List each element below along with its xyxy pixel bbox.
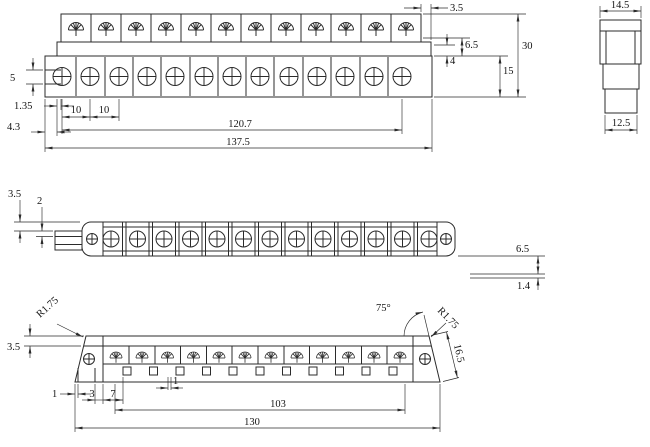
dim-front-left-step: 1.35 [14,101,32,112]
dim-bottom-overall-width: 16.5 [451,343,466,363]
dim-front-overall-length: 137.5 [226,137,250,148]
dim-bottom-slot-span: 103 [270,399,286,410]
bottom-view-body [74,335,441,383]
dim-front-body-height: 15 [503,66,514,77]
dim-bottom-slot-gap: 1 [173,376,178,387]
dim-plan-right-offset: 6.5 [516,244,529,255]
plan-view-body [54,221,456,257]
dim-bottom-edge-gap: 1 [52,389,57,400]
side-view-dimensions: 14.5 12.5 [599,0,642,134]
dim-bottom-wall-offset: 3.5 [7,342,20,353]
dim-bottom-corner-radius-left: R1.75 [35,295,61,320]
dim-side-bottom-width: 12.5 [612,118,630,129]
dim-bottom-rib: 3 [89,389,94,400]
dim-front-top-step: 3.5 [450,3,463,14]
dim-front-pitch-2: 10 [99,105,110,116]
dim-front-pitch-1: 10 [71,105,82,116]
dim-plan-lip: 1.4 [517,281,531,292]
dim-front-left-height: 5 [10,73,15,84]
front-view-dimensions: 3.5 6.5 30 4 15 5 1.35 10 10 120.7 4.3 1… [7,3,533,152]
dim-front-clamp-height: 6.5 [465,40,478,51]
bottom-view: R1.75 75° R1.75 16.5 3.5 1 3 7 1 103 130 [7,295,466,432]
plan-view-dimensions: 3.5 2 6.5 1.4 [8,189,545,292]
side-view-profile [599,19,642,114]
dim-front-step: 4 [450,56,456,67]
dim-plan-tab-step: 2 [37,196,42,207]
side-view: 14.5 12.5 [599,0,642,134]
dim-bottom-corner-radius-right: R1.75 [435,305,461,331]
dim-bottom-slot-offset: 7 [110,389,115,400]
front-view-body [44,13,433,98]
dim-bottom-base-length: 130 [244,417,260,428]
dim-plan-edge-offset: 3.5 [8,189,21,200]
plan-view: 3.5 2 6.5 1.4 [8,189,545,292]
dim-front-overall-height: 30 [522,41,533,52]
dim-front-screw-span: 120.7 [228,119,252,130]
dim-front-left-offset: 4.3 [7,122,20,133]
dim-side-top-width: 14.5 [611,0,629,11]
dim-bottom-end-angle: 75° [376,303,391,314]
front-view: 3.5 6.5 30 4 15 5 1.35 10 10 120.7 4.3 1… [7,3,533,152]
